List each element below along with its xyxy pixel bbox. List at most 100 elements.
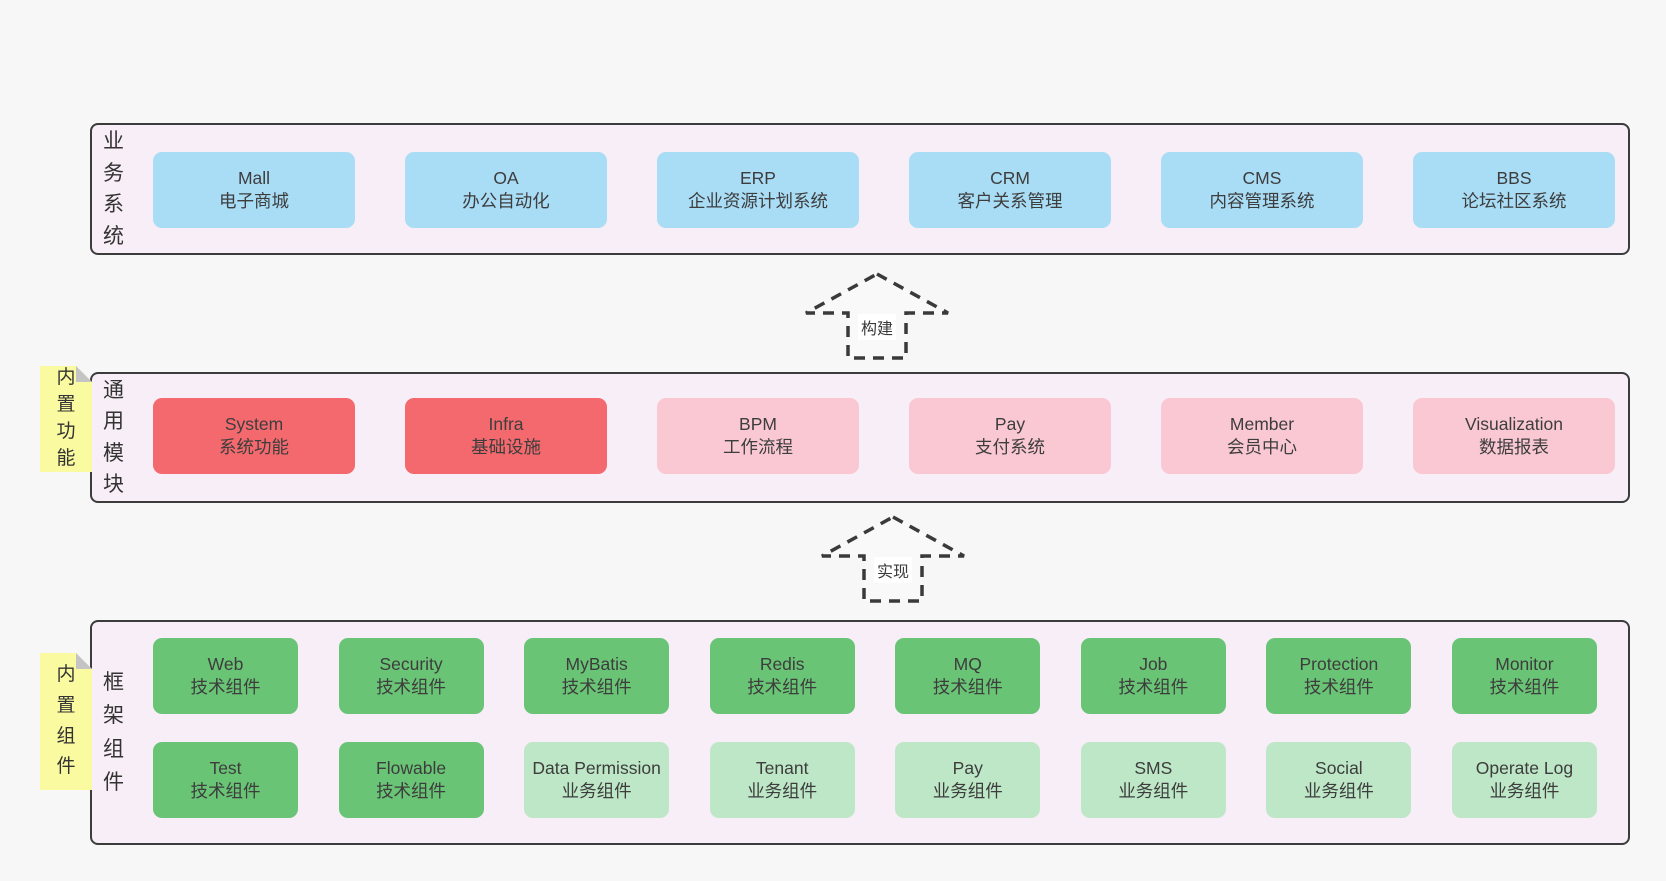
box-title: OA xyxy=(493,167,519,188)
box-title: MyBatis xyxy=(565,653,628,674)
box-subtitle: 技术组件 xyxy=(1489,677,1560,697)
box-title: MQ xyxy=(953,653,982,674)
box-title: CRM xyxy=(990,167,1030,188)
box-title: Security xyxy=(379,653,443,674)
band-label-text: 通用模块 xyxy=(103,378,124,497)
box-system: System 系统功能 xyxy=(153,398,355,474)
box-flowable: Flowable 技术组件 xyxy=(338,742,484,818)
modules-box-row: System 系统功能 Infra 基础设施 BPM 工作流程 Pay 支付系统… xyxy=(153,398,1615,474)
box-social: Social 业务组件 xyxy=(1266,742,1412,818)
box-job: Job 技术组件 xyxy=(1080,638,1226,714)
box-title: System xyxy=(224,413,284,434)
box-bpm: BPM 工作流程 xyxy=(657,398,859,474)
box-oa: OA 办公自动化 xyxy=(405,152,607,228)
box-title: Pay xyxy=(994,413,1026,434)
box-test: Test 技术组件 xyxy=(153,742,298,818)
box-title: Monitor xyxy=(1495,653,1554,674)
box-sms: SMS 业务组件 xyxy=(1080,742,1226,818)
box-subtitle: 会员中心 xyxy=(1227,437,1297,457)
box-visualization: Visualization 数据报表 xyxy=(1413,398,1615,474)
box-title: Test xyxy=(209,757,242,778)
box-title: BBS xyxy=(1496,167,1532,188)
band-business-label: 业务系统 xyxy=(103,125,124,253)
box-subtitle: 支付系统 xyxy=(975,437,1045,457)
box-title: Mall xyxy=(237,167,271,188)
folded-corner-icon xyxy=(76,653,92,669)
band-label-text: 框架组件 xyxy=(103,671,124,794)
box-member: Member 会员中心 xyxy=(1161,398,1363,474)
box-tenant: Tenant 业务组件 xyxy=(709,742,855,818)
box-title: Flowable xyxy=(376,757,447,778)
box-cms: CMS 内容管理系统 xyxy=(1161,152,1363,228)
band-business-systems: 业务系统 Mall 电子商城 OA 办公自动化 ERP 企业资源计划系统 CRM… xyxy=(90,123,1630,255)
box-title: Tenant xyxy=(755,757,809,778)
components-row-1: Web 技术组件 Security 技术组件 MyBatis 技术组件 Redi… xyxy=(153,638,1597,714)
box-title: Pay xyxy=(952,757,983,778)
box-mall: Mall 电子商城 xyxy=(153,152,355,228)
box-subtitle: 技术组件 xyxy=(376,677,447,697)
box-subtitle: 技术组件 xyxy=(190,781,261,801)
box-title: Social xyxy=(1315,757,1363,778)
box-subtitle: 客户关系管理 xyxy=(957,191,1063,211)
box-subtitle: 业务组件 xyxy=(932,781,1003,801)
box-bbs: BBS 论坛社区系统 xyxy=(1413,152,1615,228)
arrow-label: 构建 xyxy=(857,314,897,340)
box-crm: CRM 客户关系管理 xyxy=(909,152,1111,228)
box-title: Protection xyxy=(1299,653,1379,674)
box-subtitle: 技术组件 xyxy=(932,677,1003,697)
band-label-text: 业务系统 xyxy=(103,130,124,248)
box-erp: ERP 企业资源计划系统 xyxy=(657,152,859,228)
box-subtitle: 电子商城 xyxy=(219,191,289,211)
box-subtitle: 技术组件 xyxy=(1303,677,1374,697)
box-title: Data Permission xyxy=(532,757,661,778)
box-subtitle: 系统功能 xyxy=(219,437,289,457)
band-common-modules: 通用模块 System 系统功能 Infra 基础设施 BPM 工作流程 Pay… xyxy=(90,372,1630,503)
box-subtitle: 技术组件 xyxy=(1118,677,1189,697)
box-title: CMS xyxy=(1242,167,1282,188)
sticky-note-text: 内置功能 xyxy=(56,367,76,469)
box-title: Operate Log xyxy=(1475,757,1574,778)
box-subtitle: 办公自动化 xyxy=(462,191,550,211)
box-protection: Protection 技术组件 xyxy=(1266,638,1412,714)
sticky-note-body: 内置功能 xyxy=(40,366,92,472)
box-mybatis: MyBatis 技术组件 xyxy=(524,638,670,714)
box-title: Job xyxy=(1139,653,1168,674)
box-title: SMS xyxy=(1134,757,1173,778)
sticky-note-body: 内置组件 xyxy=(40,653,92,790)
box-subtitle: 业务组件 xyxy=(1118,781,1189,801)
band-framework-components: 框架组件 Web 技术组件 Security 技术组件 MyBatis 技术组件… xyxy=(90,620,1630,845)
box-title: Member xyxy=(1229,413,1295,434)
box-subtitle: 业务组件 xyxy=(1303,781,1374,801)
box-title: Infra xyxy=(488,413,524,434)
box-pay-component: Pay 业务组件 xyxy=(895,742,1041,818)
box-data-permission: Data Permission 业务组件 xyxy=(524,742,670,818)
box-security: Security 技术组件 xyxy=(338,638,484,714)
box-subtitle: 企业资源计划系统 xyxy=(688,191,828,211)
box-subtitle: 技术组件 xyxy=(747,677,818,697)
box-subtitle: 论坛社区系统 xyxy=(1461,191,1567,211)
box-subtitle: 内容管理系统 xyxy=(1209,191,1315,211)
box-title: BPM xyxy=(739,413,777,434)
implement-arrow-icon: 实现 xyxy=(818,513,968,605)
box-subtitle: 业务组件 xyxy=(561,781,632,801)
box-infra: Infra 基础设施 xyxy=(405,398,607,474)
sticky-note-text: 内置组件 xyxy=(56,663,76,778)
box-subtitle: 技术组件 xyxy=(190,677,261,697)
box-pay-module: Pay 支付系统 xyxy=(909,398,1111,474)
band-components-label: 框架组件 xyxy=(103,622,124,843)
business-box-row: Mall 电子商城 OA 办公自动化 ERP 企业资源计划系统 CRM 客户关系… xyxy=(153,152,1615,228)
box-web: Web 技术组件 xyxy=(153,638,298,714)
box-subtitle: 基础设施 xyxy=(471,437,541,457)
box-operate-log: Operate Log 业务组件 xyxy=(1451,742,1597,818)
band-modules-label: 通用模块 xyxy=(103,374,124,501)
components-row-2: Test 技术组件 Flowable 技术组件 Data Permission … xyxy=(153,742,1597,818)
box-subtitle: 业务组件 xyxy=(1489,781,1560,801)
box-subtitle: 工作流程 xyxy=(723,437,793,457)
box-title: Web xyxy=(207,653,244,674)
box-redis: Redis 技术组件 xyxy=(709,638,855,714)
box-title: ERP xyxy=(740,167,776,188)
box-mq: MQ 技术组件 xyxy=(895,638,1041,714)
box-subtitle: 业务组件 xyxy=(747,781,818,801)
sticky-note-builtin-features: 内置功能 xyxy=(40,366,92,472)
